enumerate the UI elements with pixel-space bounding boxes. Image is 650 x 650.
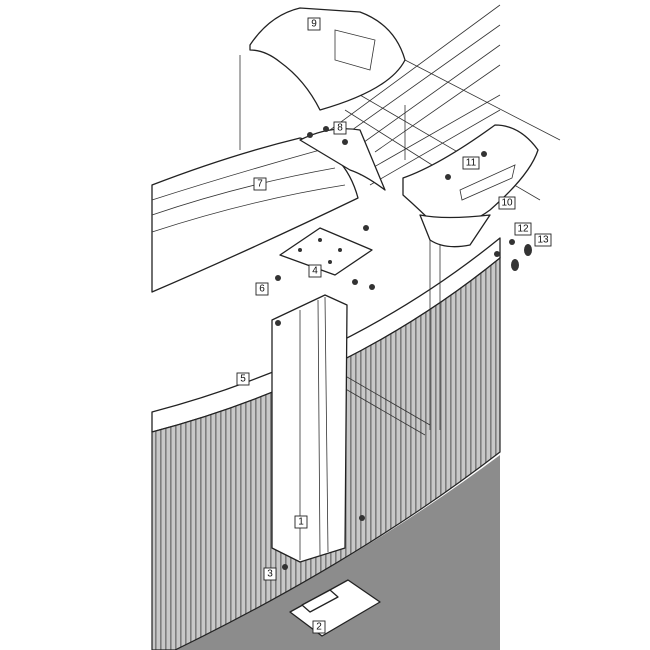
callout-13: 13 [534,233,552,247]
svg-text:6: 6 [259,284,265,295]
svg-text:5: 5 [240,374,246,385]
callout-7: 7 [253,177,267,191]
callout-3: 3 [263,567,277,581]
callout-8: 8 [333,121,347,135]
svg-text:4: 4 [312,266,318,277]
svg-text:13: 13 [537,235,549,246]
svg-text:2: 2 [316,622,322,633]
svg-text:1: 1 [298,517,304,528]
top-cap-9 [249,7,406,111]
callout-1: 1 [294,515,308,529]
callout-10: 10 [498,196,516,210]
callout-6: 6 [255,282,269,296]
callout-5: 5 [236,372,250,386]
top-rail [151,137,359,293]
callout-11: 11 [462,156,480,170]
top-cap-10 [402,124,539,231]
top-plate [279,227,373,276]
callout-9: 9 [307,17,321,31]
vertical-upright [271,294,348,563]
svg-text:3: 3 [267,569,273,580]
svg-text:8: 8 [337,123,343,134]
svg-text:7: 7 [257,179,263,190]
svg-text:9: 9 [311,19,317,30]
screws [275,126,532,570]
svg-text:11: 11 [466,158,477,169]
callout-12: 12 [514,222,532,236]
svg-text:10: 10 [501,198,513,209]
svg-text:12: 12 [517,224,529,235]
callout-2: 2 [312,620,326,634]
callout-4: 4 [308,264,322,278]
ground [175,455,500,650]
